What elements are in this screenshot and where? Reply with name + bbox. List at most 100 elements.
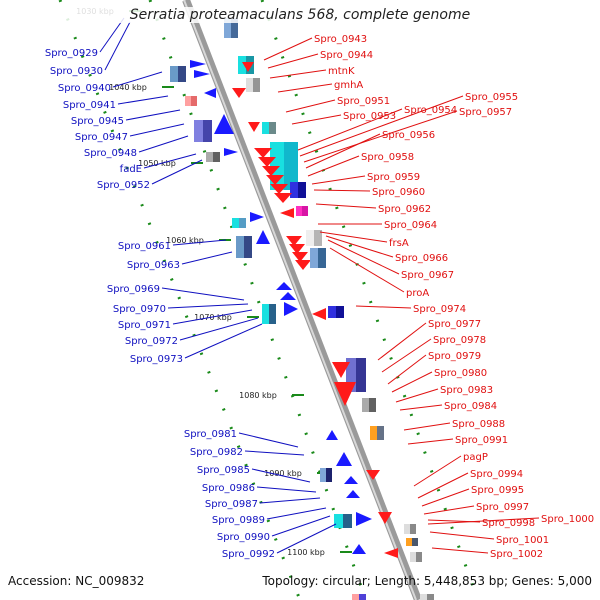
left-leader-lines <box>99 17 337 554</box>
left-leader-line <box>112 71 163 88</box>
right-leader-line <box>291 114 342 125</box>
left-gene-label: Spro_0970 <box>113 304 166 315</box>
forward-gene-arrow <box>250 212 264 222</box>
forward-gene-arrow <box>344 476 358 484</box>
right-gene-label: Spro_0957 <box>459 107 512 118</box>
forward-gene-arrow <box>280 292 296 300</box>
left-leader-line <box>172 309 253 325</box>
right-gene-label: Spro_0958 <box>361 152 414 163</box>
left-leader-line <box>138 135 189 153</box>
reverse-gene-box <box>284 142 298 190</box>
forward-gene-arrow <box>284 302 298 316</box>
right-leader-line <box>387 354 427 385</box>
forward-gene-box <box>326 468 332 482</box>
left-leader-line <box>167 303 249 309</box>
reverse-gene-box <box>427 594 434 600</box>
reverse-gene-box <box>336 306 344 318</box>
right-gene-label: Spro_0984 <box>444 401 497 412</box>
left-gene-label: Spro_0971 <box>118 320 171 331</box>
left-gene-label: Spro_0981 <box>184 429 237 440</box>
right-leader-line <box>355 305 412 309</box>
forward-gene-arrow <box>256 230 270 244</box>
forward-gene-box <box>213 152 220 162</box>
right-gene-label: gmhA <box>334 80 363 91</box>
right-leader-line <box>399 404 443 411</box>
left-gene-label: Spro_0987 <box>205 499 258 510</box>
right-leader-line <box>297 108 403 151</box>
reverse-gene-box <box>253 78 260 92</box>
forward-gene-arrow <box>204 88 216 98</box>
forward-gene-box <box>203 120 212 142</box>
forward-gene-arrow <box>224 148 238 156</box>
right-leader-line <box>277 83 333 93</box>
left-leader-line <box>179 317 259 341</box>
left-leader-line <box>184 323 263 359</box>
right-gene-label: Spro_0980 <box>434 368 487 379</box>
right-gene-label: Spro_0943 <box>314 34 367 45</box>
right-leader-line <box>421 488 470 507</box>
right-leader-line <box>307 155 360 177</box>
right-leader-line <box>395 388 439 403</box>
reverse-gene-box <box>412 538 418 546</box>
reverse-gene-box <box>298 182 306 198</box>
right-gene-label: Spro_0956 <box>382 130 435 141</box>
right-leader-line <box>313 189 371 192</box>
reverse-gene-arrow <box>258 157 276 167</box>
right-gene-label: Spro_0991 <box>455 435 508 446</box>
left-gene-label: Spro_0929 <box>45 48 98 59</box>
reverse-gene-box <box>410 524 416 534</box>
right-gene-label: Spro_0955 <box>465 92 518 103</box>
forward-gene-arrow <box>356 512 372 526</box>
right-leader-line <box>329 247 405 293</box>
reverse-gene-box <box>356 358 366 392</box>
right-gene-label: Spro_0962 <box>378 204 431 215</box>
forward-gene-box <box>231 18 238 38</box>
right-gene-label: Spro_0974 <box>413 304 466 315</box>
right-gene-label: Spro_1000 <box>541 514 594 525</box>
kbp-label: 1100 kbp <box>287 548 325 557</box>
forward-gene-arrow <box>190 60 206 68</box>
reverse-gene-arrow <box>266 175 284 185</box>
right-gene-label: Spro_0998 <box>482 518 535 529</box>
right-gene-label: frsA <box>389 238 409 249</box>
reverse-gene-arrow <box>280 208 294 218</box>
right-leader-line <box>377 322 427 361</box>
left-gene-label: Spro_0969 <box>107 284 160 295</box>
right-leader-line <box>267 53 319 69</box>
right-leader-line <box>429 531 495 540</box>
left-gene-label: Spro_0945 <box>71 116 124 127</box>
reverse-gene-box <box>269 122 276 134</box>
left-gene-label: Spro_0947 <box>75 132 128 143</box>
accession-text: Accession: NC_009832 <box>8 574 145 588</box>
left-gene-label: Spro_0990 <box>217 532 270 543</box>
right-gene-label: Spro_0951 <box>337 96 390 107</box>
left-leader-line <box>143 153 197 169</box>
genome-summary-text: Topology: circular; Length: 5,448,853 bp… <box>262 574 592 588</box>
forward-gene-arrow <box>336 452 352 466</box>
reverse-gene-arrow <box>334 382 356 406</box>
left-gene-label: Spro_0963 <box>127 260 180 271</box>
forward-gene-arrow <box>352 544 366 554</box>
right-leader-line <box>311 175 366 185</box>
kbp-label: 1080 kbp <box>239 391 277 400</box>
right-leader-line <box>423 505 475 515</box>
right-gene-label: mtnK <box>328 66 355 77</box>
left-gene-label: Spro_0989 <box>212 515 265 526</box>
right-leader-line <box>319 231 388 243</box>
right-leader-line <box>431 547 489 554</box>
right-leader-line <box>299 95 464 157</box>
kbp-label: 1060 kbp <box>166 236 204 245</box>
forward-gene-box <box>178 66 186 82</box>
genome-backbone <box>182 0 422 600</box>
reverse-gene-box <box>369 398 376 412</box>
kbp-label: 1070 kbp <box>194 313 232 322</box>
right-gene-label: pagP <box>463 452 488 463</box>
left-gene-label: Spro_0961 <box>118 241 171 252</box>
reverse-gene-arrow <box>312 308 326 320</box>
left-gene-label: Spro_0986 <box>202 483 255 494</box>
reverse-gene-arrow <box>242 62 254 72</box>
right-leader-line <box>391 371 433 393</box>
left-leader-line <box>238 432 299 448</box>
forward-gene-box <box>343 514 352 528</box>
left-gene-label: Spro_0985 <box>197 465 250 476</box>
